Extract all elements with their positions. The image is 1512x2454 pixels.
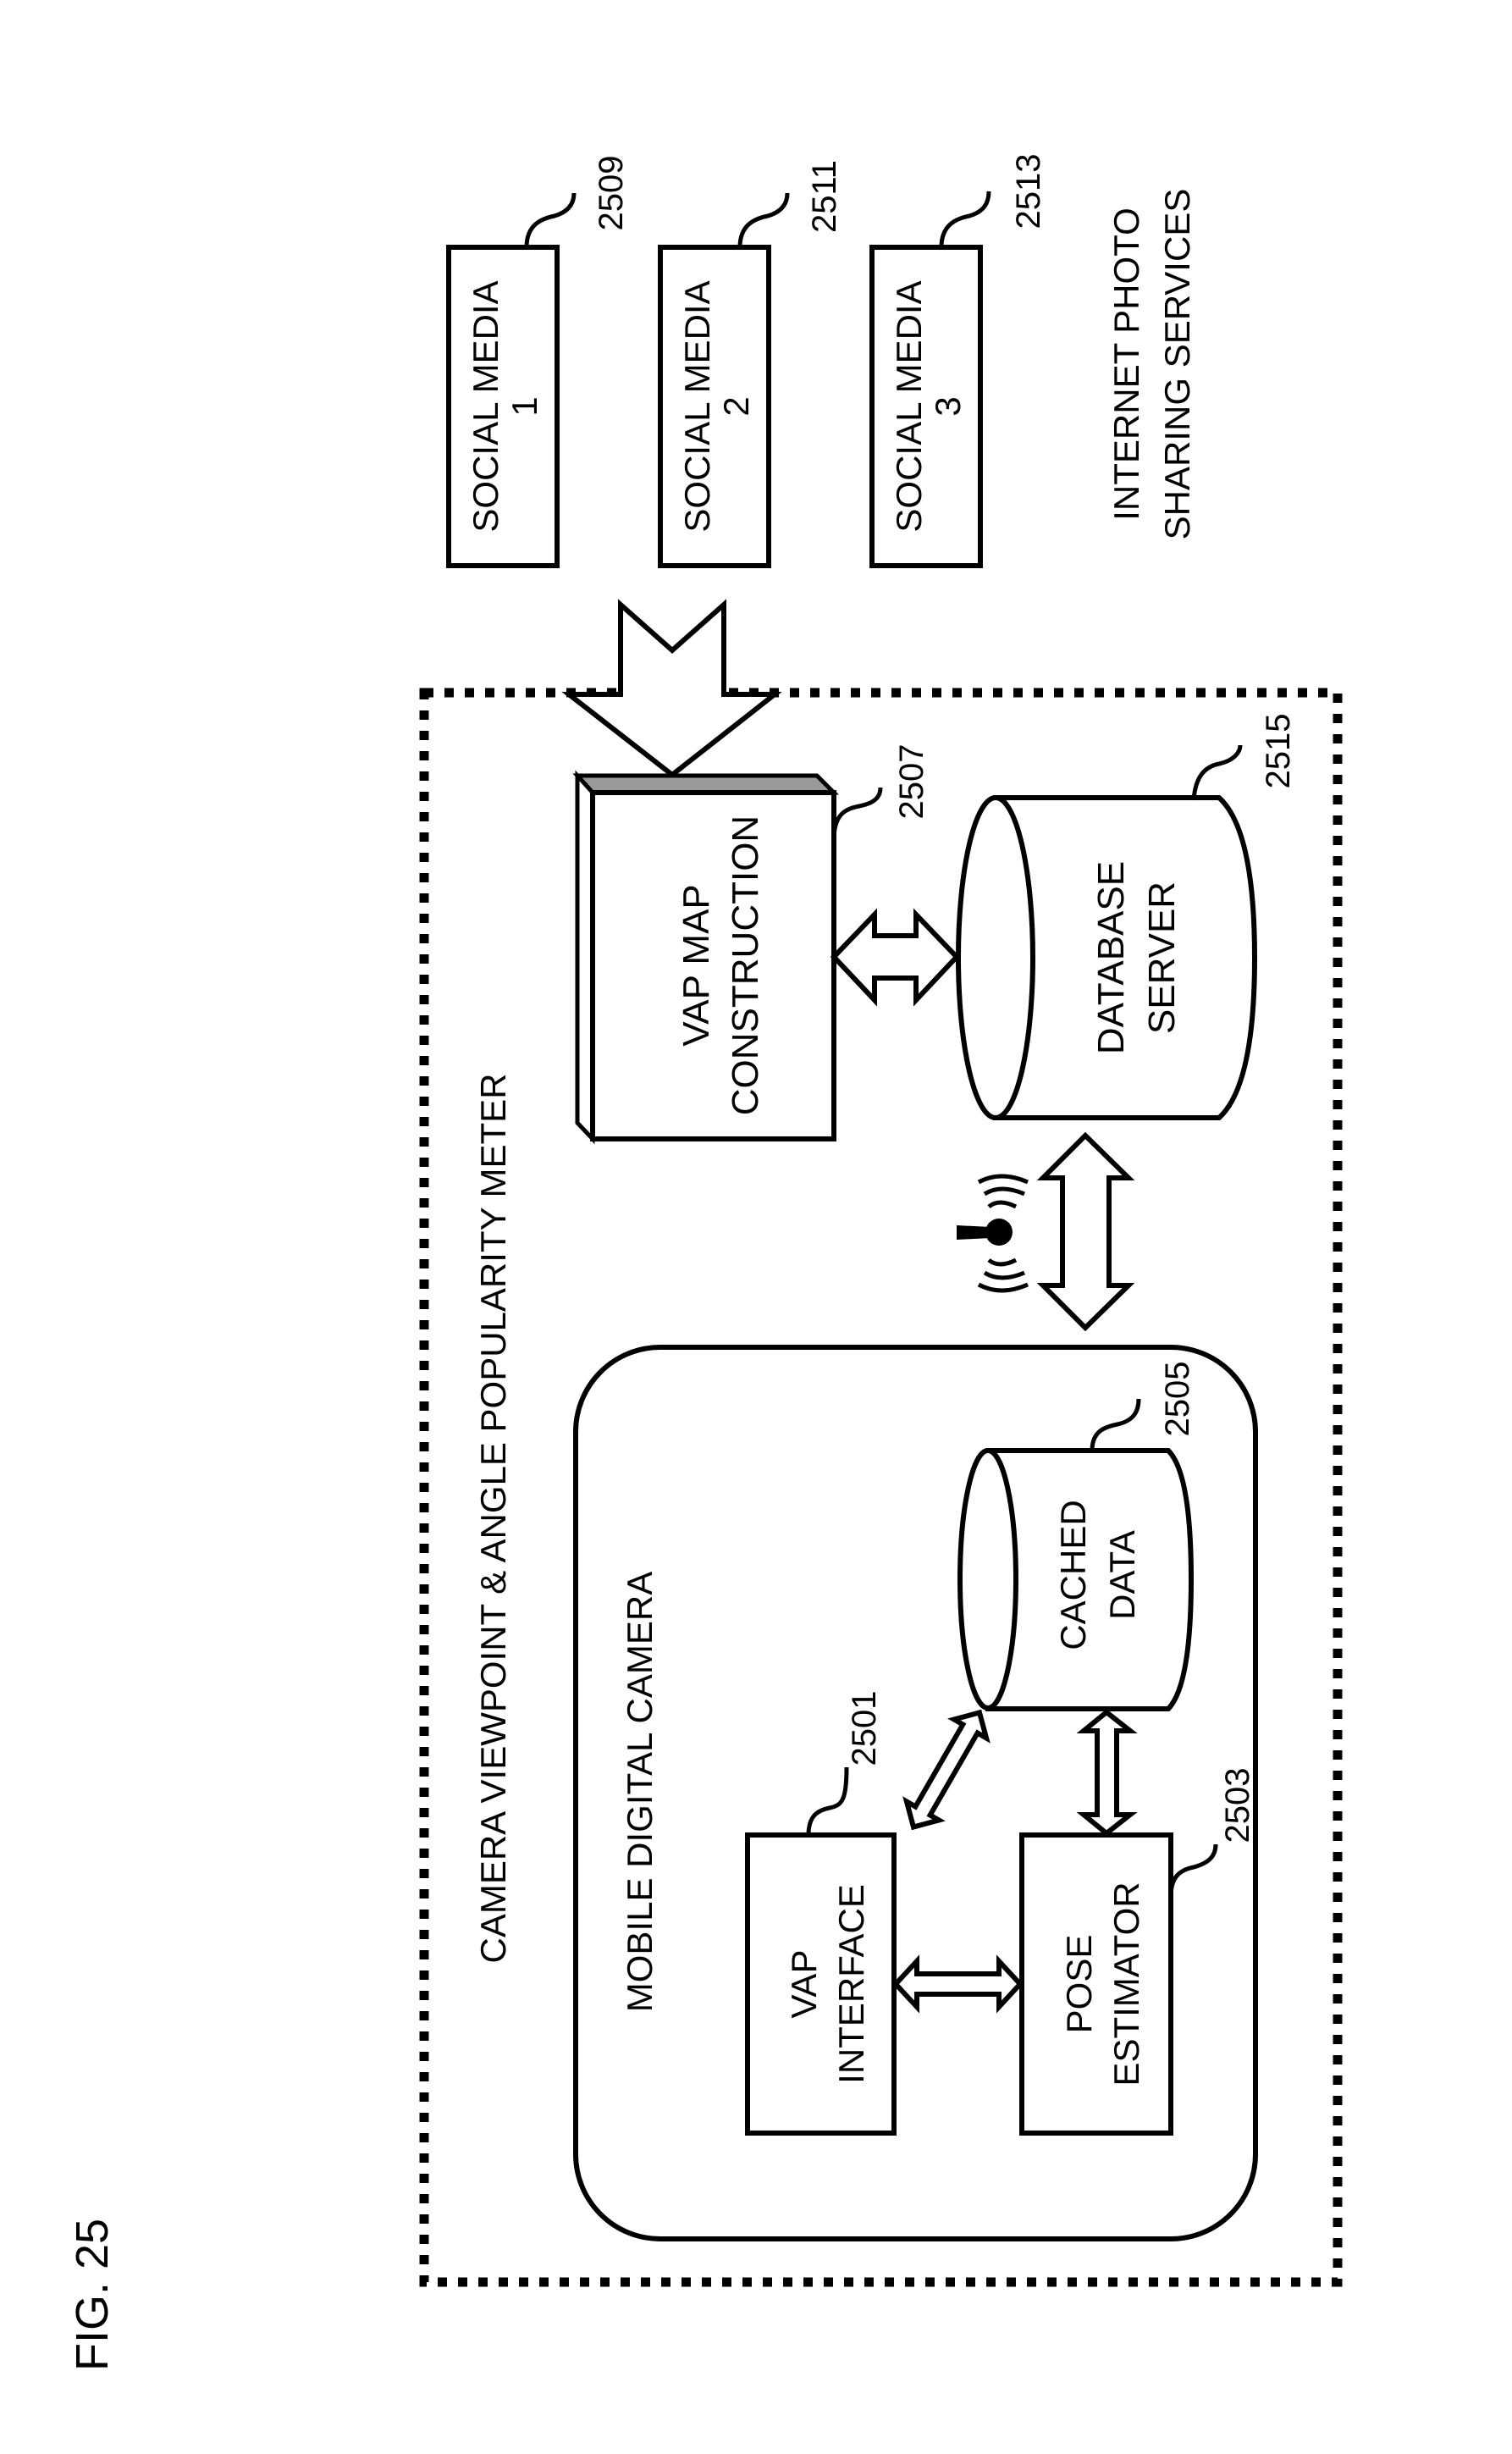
ref-2509: 2509 [593,156,630,231]
social-media-1-line1: SOCIAL MEDIA [466,280,505,532]
ref-2501: 2501 [846,1691,883,1766]
social-media-2-line1: SOCIAL MEDIA [677,280,717,532]
social-media-2-line2: 2 [716,396,756,416]
vap-map-line2: CONSTRUCTION [725,815,766,1115]
vapmap-database-arrow [834,915,957,1000]
leader-line-2507 [834,788,880,840]
leader-line-2513 [941,191,989,247]
social-media-3-line2: 3 [928,396,968,416]
database-camera-arrow [1043,1136,1128,1328]
social-media-3-line1: SOCIAL MEDIA [889,280,929,532]
vap-interface-line2: INTERFACE [831,1884,871,2084]
social-media-3: SOCIAL MEDIA 3 2513 [872,154,1047,566]
ref-2503: 2503 [1219,1768,1256,1843]
antenna-wireless-icon [957,1176,1028,1291]
database-line1: DATABASE [1090,861,1132,1054]
data-inflow-arrow [569,605,775,775]
database-end-cap [958,798,1033,1118]
figure-label: FIG. 25 [67,2219,118,2371]
social-media-2: SOCIAL MEDIA 2 2511 [660,160,843,566]
pose-estimator-line1: POSE [1059,1935,1099,2034]
database-line2: SERVER [1141,882,1183,1034]
ref-2513: 2513 [1010,154,1047,229]
database-server: DATABASE SERVER 2515 [958,714,1297,1118]
leader-line-2511 [740,193,787,247]
vap-map-line1: VAP MAP [676,884,717,1047]
social-media-1: SOCIAL MEDIA 1 2509 [449,156,630,566]
ref-2507: 2507 [893,744,930,820]
mobile-digital-camera: MOBILE DIGITAL CAMERA CACHED DATA 2505 V… [576,1347,1256,2239]
leader-line-2509 [527,193,574,247]
ref-2511: 2511 [806,160,843,233]
cached-data-end-cap [960,1451,1016,1708]
figure-label-text: FIG. 25 [67,2219,118,2371]
social-media-1-line2: 1 [505,396,544,416]
ref-2505: 2505 [1159,1362,1196,1437]
internet-services-title-line1: INTERNET PHOTO [1106,207,1146,521]
camera-title: MOBILE DIGITAL CAMERA [620,1572,659,2012]
ref-2515: 2515 [1260,714,1297,789]
cached-data-line2: DATA [1102,1530,1142,1620]
internet-services-title: INTERNET PHOTO SHARING SERVICES [1106,189,1197,540]
internet-services-title-line2: SHARING SERVICES [1157,189,1197,540]
vap-interface-line1: VAP [784,1950,824,2019]
pose-estimator-line2: ESTIMATOR [1106,1882,1146,2086]
meter-title: CAMERA VIEWPOINT & ANGLE POPULARITY METE… [473,1073,513,1963]
leader-line-2515 [1194,745,1240,800]
cached-data-line1: CACHED [1053,1500,1093,1650]
